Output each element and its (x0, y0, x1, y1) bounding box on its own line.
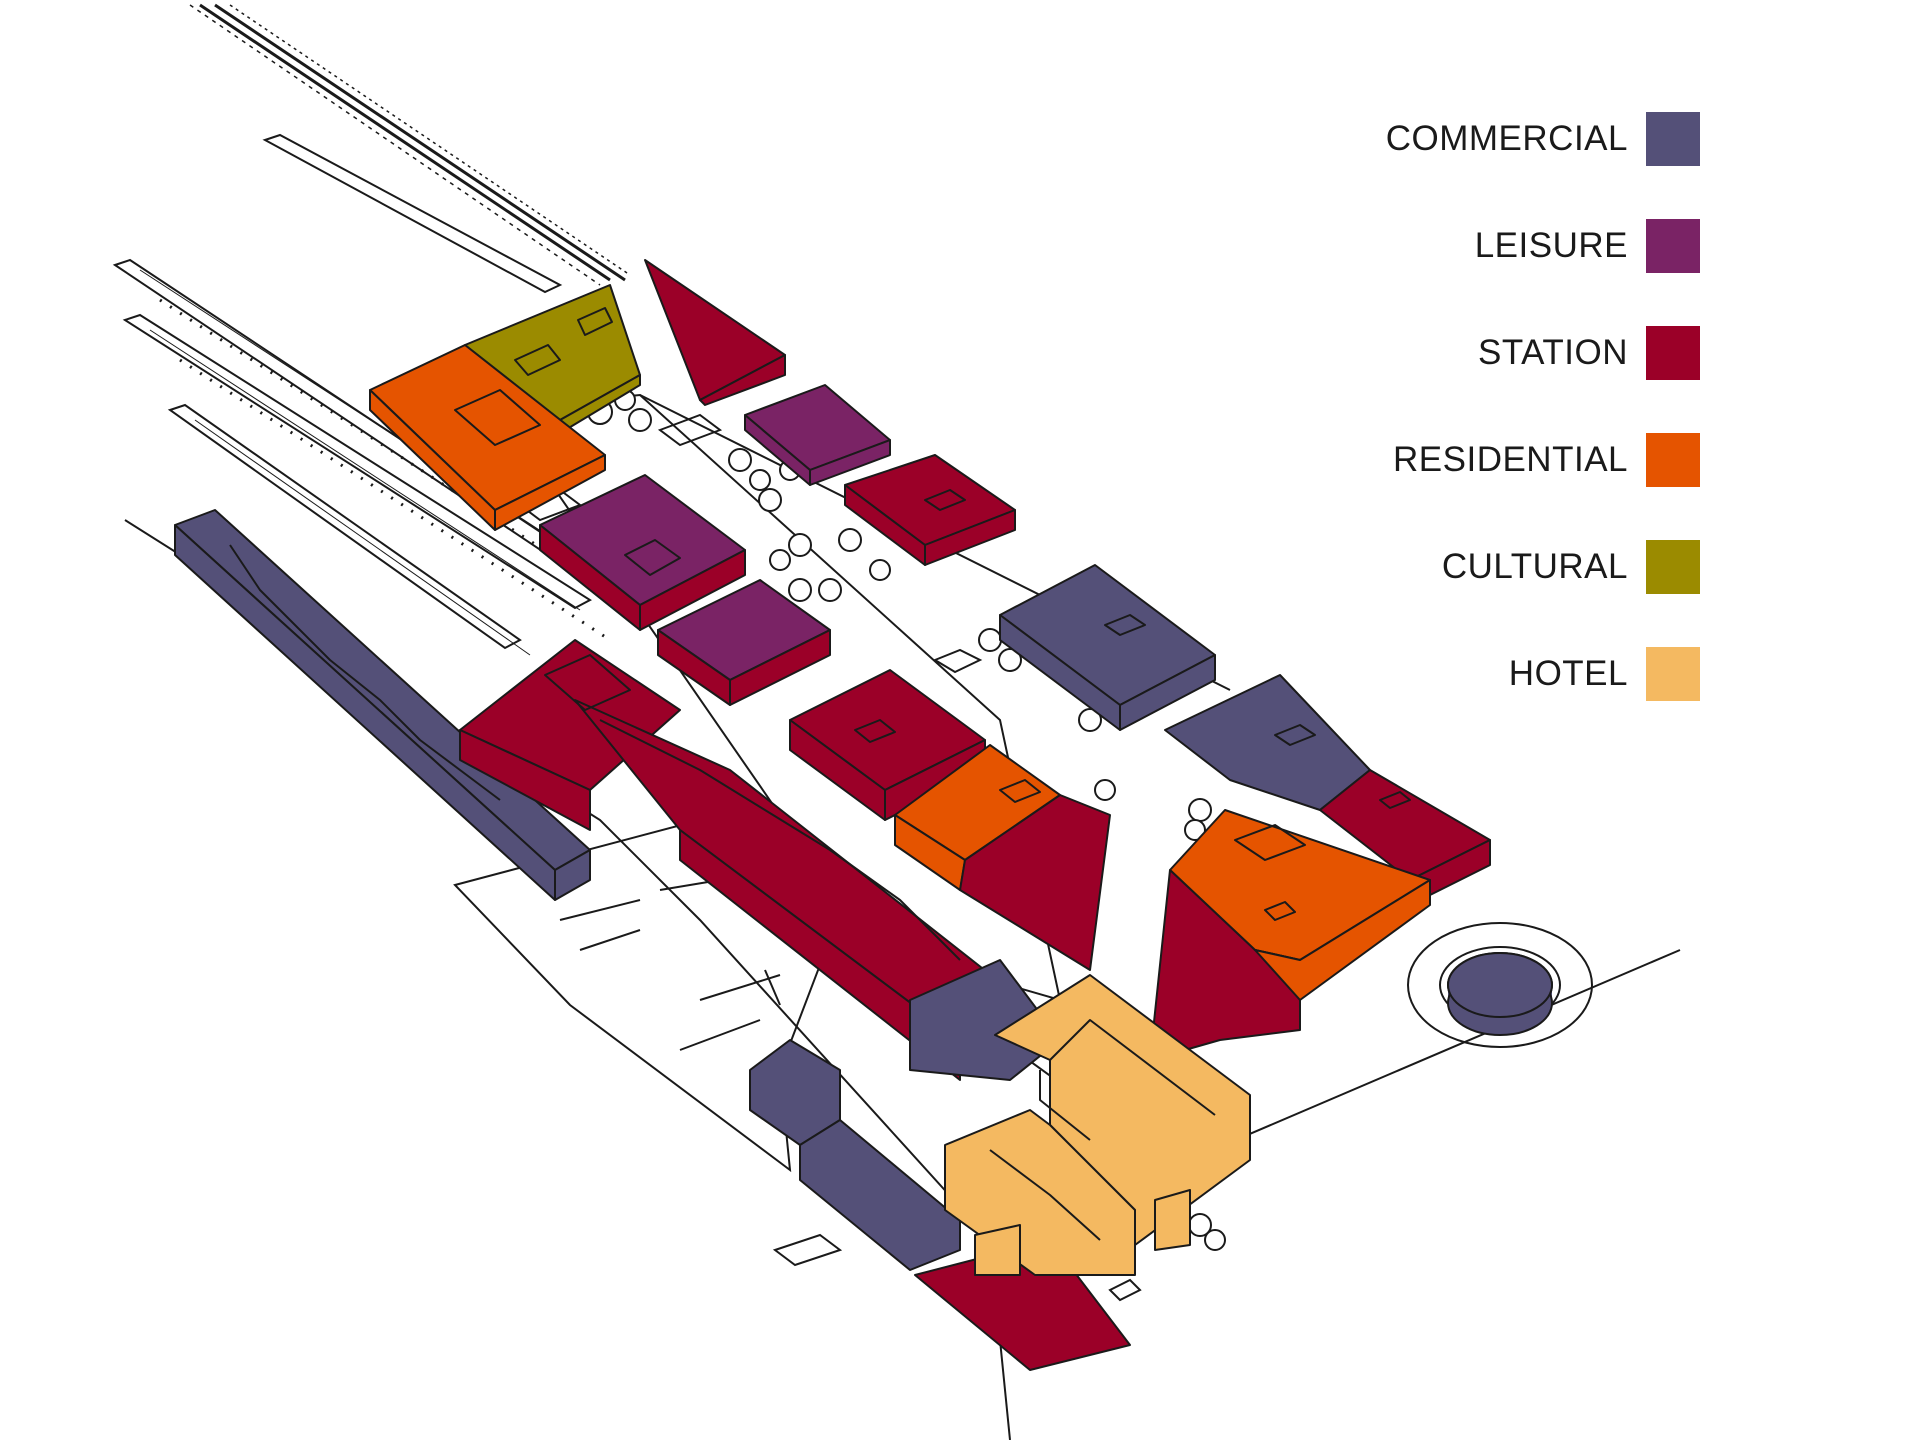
legend-label-cultural: CULTURAL (1441, 547, 1628, 586)
legend-swatch-cultural (1646, 540, 1700, 594)
legend-label-hotel: HOTEL (1508, 654, 1628, 693)
legend-swatch-hotel (1646, 647, 1700, 701)
station-wedge-north (644, 259, 786, 406)
legend-swatch-commercial (1646, 112, 1700, 166)
legend-item-residential: RESIDENTIAL (1300, 433, 1700, 487)
mixed-building-central-south (894, 744, 1111, 971)
legend-item-station: STATION (1300, 326, 1700, 380)
mixed-building-south-east (1164, 674, 1491, 906)
leisure-building-large-west (539, 474, 746, 631)
leisure-building-small (744, 384, 891, 486)
leisure-building-large-east (657, 579, 831, 706)
station-complex-west (459, 639, 1011, 1081)
legend-label-station: STATION (1478, 333, 1628, 372)
legend-label-leisure: LEISURE (1474, 226, 1628, 265)
legend-item-cultural: CULTURAL (1300, 540, 1700, 594)
legend-label-residential: RESIDENTIAL (1393, 440, 1628, 479)
legend-item-commercial: COMMERCIAL (1300, 112, 1700, 166)
rail-platforms (112, 133, 611, 656)
hotel-building (944, 974, 1251, 1276)
legend: COMMERCIAL LEISURE STATION RESIDENTIAL C… (1300, 112, 1700, 754)
legend-swatch-station (1646, 326, 1700, 380)
residential-building-north (369, 344, 606, 531)
commercial-buildings-south-west (749, 959, 1061, 1271)
commercial-building-east (999, 564, 1216, 731)
station-building-north-east (844, 454, 1016, 566)
station-building-central (789, 669, 986, 821)
legend-swatch-residential (1646, 433, 1700, 487)
legend-item-leisure: LEISURE (1300, 219, 1700, 273)
railway-bridge (189, 3, 631, 286)
legend-item-hotel: HOTEL (1300, 647, 1700, 701)
mixed-building-south (1149, 809, 1431, 1061)
legend-label-commercial: COMMERCIAL (1385, 119, 1628, 158)
commercial-rotunda (1447, 952, 1553, 1036)
commercial-row-west (174, 509, 591, 901)
legend-swatch-leisure (1646, 219, 1700, 273)
